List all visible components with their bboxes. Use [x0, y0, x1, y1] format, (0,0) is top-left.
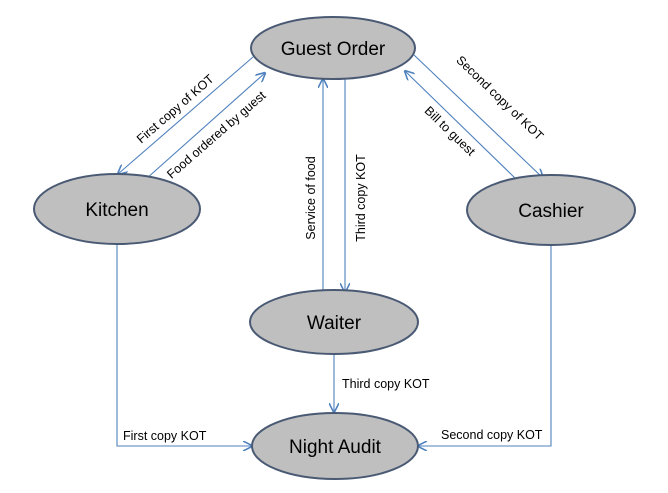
edge-bill-to-guest	[405, 71, 517, 180]
label-bill-to-guest: Bill to guest	[422, 104, 479, 159]
label-service-of-food: Service of food	[304, 156, 318, 239]
guest-order-label: Guest Order	[281, 39, 386, 60]
node-kitchen: Kitchen	[33, 173, 201, 245]
waiter-ellipse	[249, 289, 419, 355]
kitchen-label: Kitchen	[85, 200, 148, 221]
edge-first-copy-kot-to-audit	[116, 244, 252, 446]
node-guest-order: Guest Order	[250, 16, 416, 80]
cashier-label: Cashier	[518, 201, 584, 222]
edge-second-copy-of-kot	[413, 54, 543, 178]
node-night-audit: Night Audit	[251, 412, 419, 480]
guest-order-ellipse	[250, 16, 416, 80]
cashier-ellipse	[466, 174, 636, 246]
waiter-label: Waiter	[307, 313, 362, 334]
label-third-copy-kot-vertical: Third copy KOT	[354, 154, 368, 242]
edge-food-ordered-by-guest	[145, 73, 265, 180]
edge-first-copy-of-kot	[118, 56, 254, 174]
node-waiter: Waiter	[249, 289, 419, 355]
night-audit-ellipse	[251, 412, 419, 480]
edge-second-copy-kot-to-audit	[418, 245, 552, 446]
night-audit-label: Night Audit	[289, 437, 382, 458]
label-second-copy-kot-audit: Second copy KOT	[441, 428, 543, 442]
node-cashier: Cashier	[466, 174, 636, 246]
label-second-copy-of-kot: Second copy of KOT	[453, 53, 546, 143]
label-third-copy-kot-audit: Third copy KOT	[342, 377, 430, 391]
label-first-copy-kot-audit: First copy KOT	[123, 429, 207, 443]
kitchen-ellipse	[33, 173, 201, 245]
